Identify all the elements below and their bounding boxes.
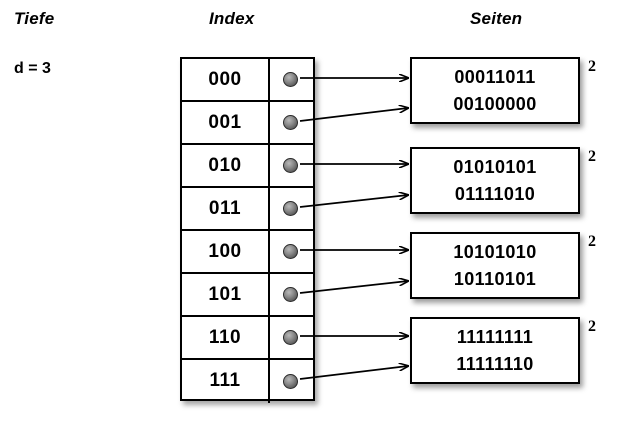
index-row[interactable]: 110 xyxy=(182,317,313,360)
page-record: 11111111 xyxy=(456,326,534,347)
page-box[interactable]: 01010101 01111010 xyxy=(410,147,580,214)
index-key: 101 xyxy=(182,274,270,315)
pointer-dot-icon xyxy=(282,330,298,345)
index-key: 100 xyxy=(182,231,270,272)
column-header-index: Index xyxy=(209,9,255,28)
index-key: 000 xyxy=(182,59,270,100)
arrow-001-to-page-0 xyxy=(299,108,408,122)
index-pointer-cell[interactable] xyxy=(270,360,313,403)
index-key: 011 xyxy=(182,188,270,229)
page-record: 01010101 xyxy=(453,156,537,177)
page-record: 00011011 xyxy=(454,66,536,87)
arrow-011-to-page-1 xyxy=(299,195,408,208)
column-header-pages: Seiten xyxy=(470,9,523,28)
page-local-depth: 2 xyxy=(588,318,596,335)
arrow-111-to-page-3 xyxy=(299,366,408,380)
page-local-depth: 2 xyxy=(588,233,596,250)
page-box[interactable]: 11111111 11111110 xyxy=(410,317,580,384)
page-record: 00100000 xyxy=(453,93,537,114)
index-pointer-cell[interactable] xyxy=(270,274,313,315)
index-row[interactable]: 010 xyxy=(182,145,313,188)
index-pointer-cell[interactable] xyxy=(270,59,313,100)
index-row[interactable]: 100 xyxy=(182,231,313,274)
page-local-depth: 2 xyxy=(588,148,596,165)
index-pointer-cell[interactable] xyxy=(270,317,313,358)
index-key: 010 xyxy=(182,145,270,186)
index-pointer-cell[interactable] xyxy=(270,231,313,272)
page-box[interactable]: 10101010 10110101 xyxy=(410,232,580,299)
page-box[interactable]: 00011011 00100000 xyxy=(410,57,580,124)
page-record: 10101010 xyxy=(453,241,537,262)
pointer-dot-icon xyxy=(282,287,298,302)
index-row[interactable]: 001 xyxy=(182,102,313,145)
pointer-dot-icon xyxy=(282,72,298,87)
index-key: 111 xyxy=(182,360,270,403)
index-row[interactable]: 011 xyxy=(182,188,313,231)
page-record: 11111110 xyxy=(456,353,534,374)
page-local-depth: 2 xyxy=(588,58,596,75)
index-key: 001 xyxy=(182,102,270,143)
column-header-depth: Tiefe xyxy=(14,9,55,28)
index-row[interactable]: 111 xyxy=(182,360,313,403)
pointer-dot-icon xyxy=(282,115,298,130)
index-pointer-cell[interactable] xyxy=(270,145,313,186)
index-pointer-cell[interactable] xyxy=(270,188,313,229)
arrow-101-to-page-2 xyxy=(299,281,408,294)
index-pointer-cell[interactable] xyxy=(270,102,313,143)
page-record: 01111010 xyxy=(454,183,536,204)
pointer-dot-icon xyxy=(282,244,298,259)
index-row[interactable]: 101 xyxy=(182,274,313,317)
page-record: 10110101 xyxy=(453,268,537,289)
pointer-dot-icon xyxy=(282,158,298,173)
global-depth-label: d = 3 xyxy=(14,60,51,77)
index-table: 000 001 010 011 100 101 110 111 xyxy=(180,57,315,403)
index-row[interactable]: 000 xyxy=(182,59,313,102)
pointer-dot-icon xyxy=(282,201,298,216)
index-key: 110 xyxy=(182,317,270,358)
pointer-dot-icon xyxy=(282,374,298,389)
